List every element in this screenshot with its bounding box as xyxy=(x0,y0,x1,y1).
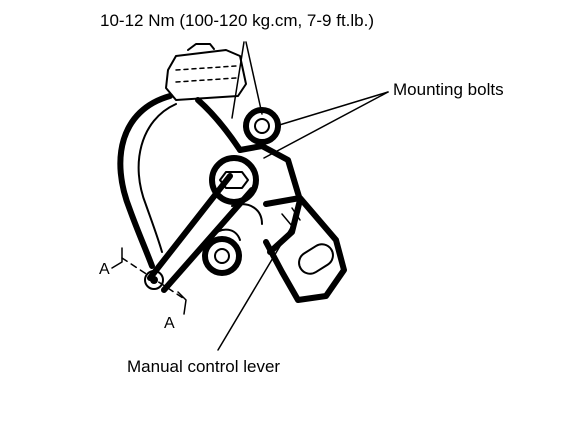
manual-control-lever-part xyxy=(263,195,347,303)
switch-body-plate xyxy=(231,143,303,255)
upper-mounting-bolt xyxy=(243,107,281,145)
section-a-upper-label: A xyxy=(99,261,110,278)
section-a-lower-label: A xyxy=(164,315,175,332)
mounting-bolts-label: Mounting bolts xyxy=(393,80,504,99)
lower-mounting-bolt xyxy=(202,228,242,276)
torque-leaders xyxy=(231,41,263,119)
section-a-cut-marks xyxy=(111,247,187,315)
connector-housing xyxy=(165,43,247,101)
mounting-bolts-leaders xyxy=(263,91,389,159)
manual-lever-leader xyxy=(217,225,293,351)
center-pivot-bolt xyxy=(209,155,259,205)
manual-control-lever-label: Manual control lever xyxy=(127,357,281,376)
curved-bracket-arm xyxy=(117,93,243,269)
torque-spec-label: 10-12 Nm (100-120 kg.cm, 7-9 ft.lb.) xyxy=(100,11,375,30)
